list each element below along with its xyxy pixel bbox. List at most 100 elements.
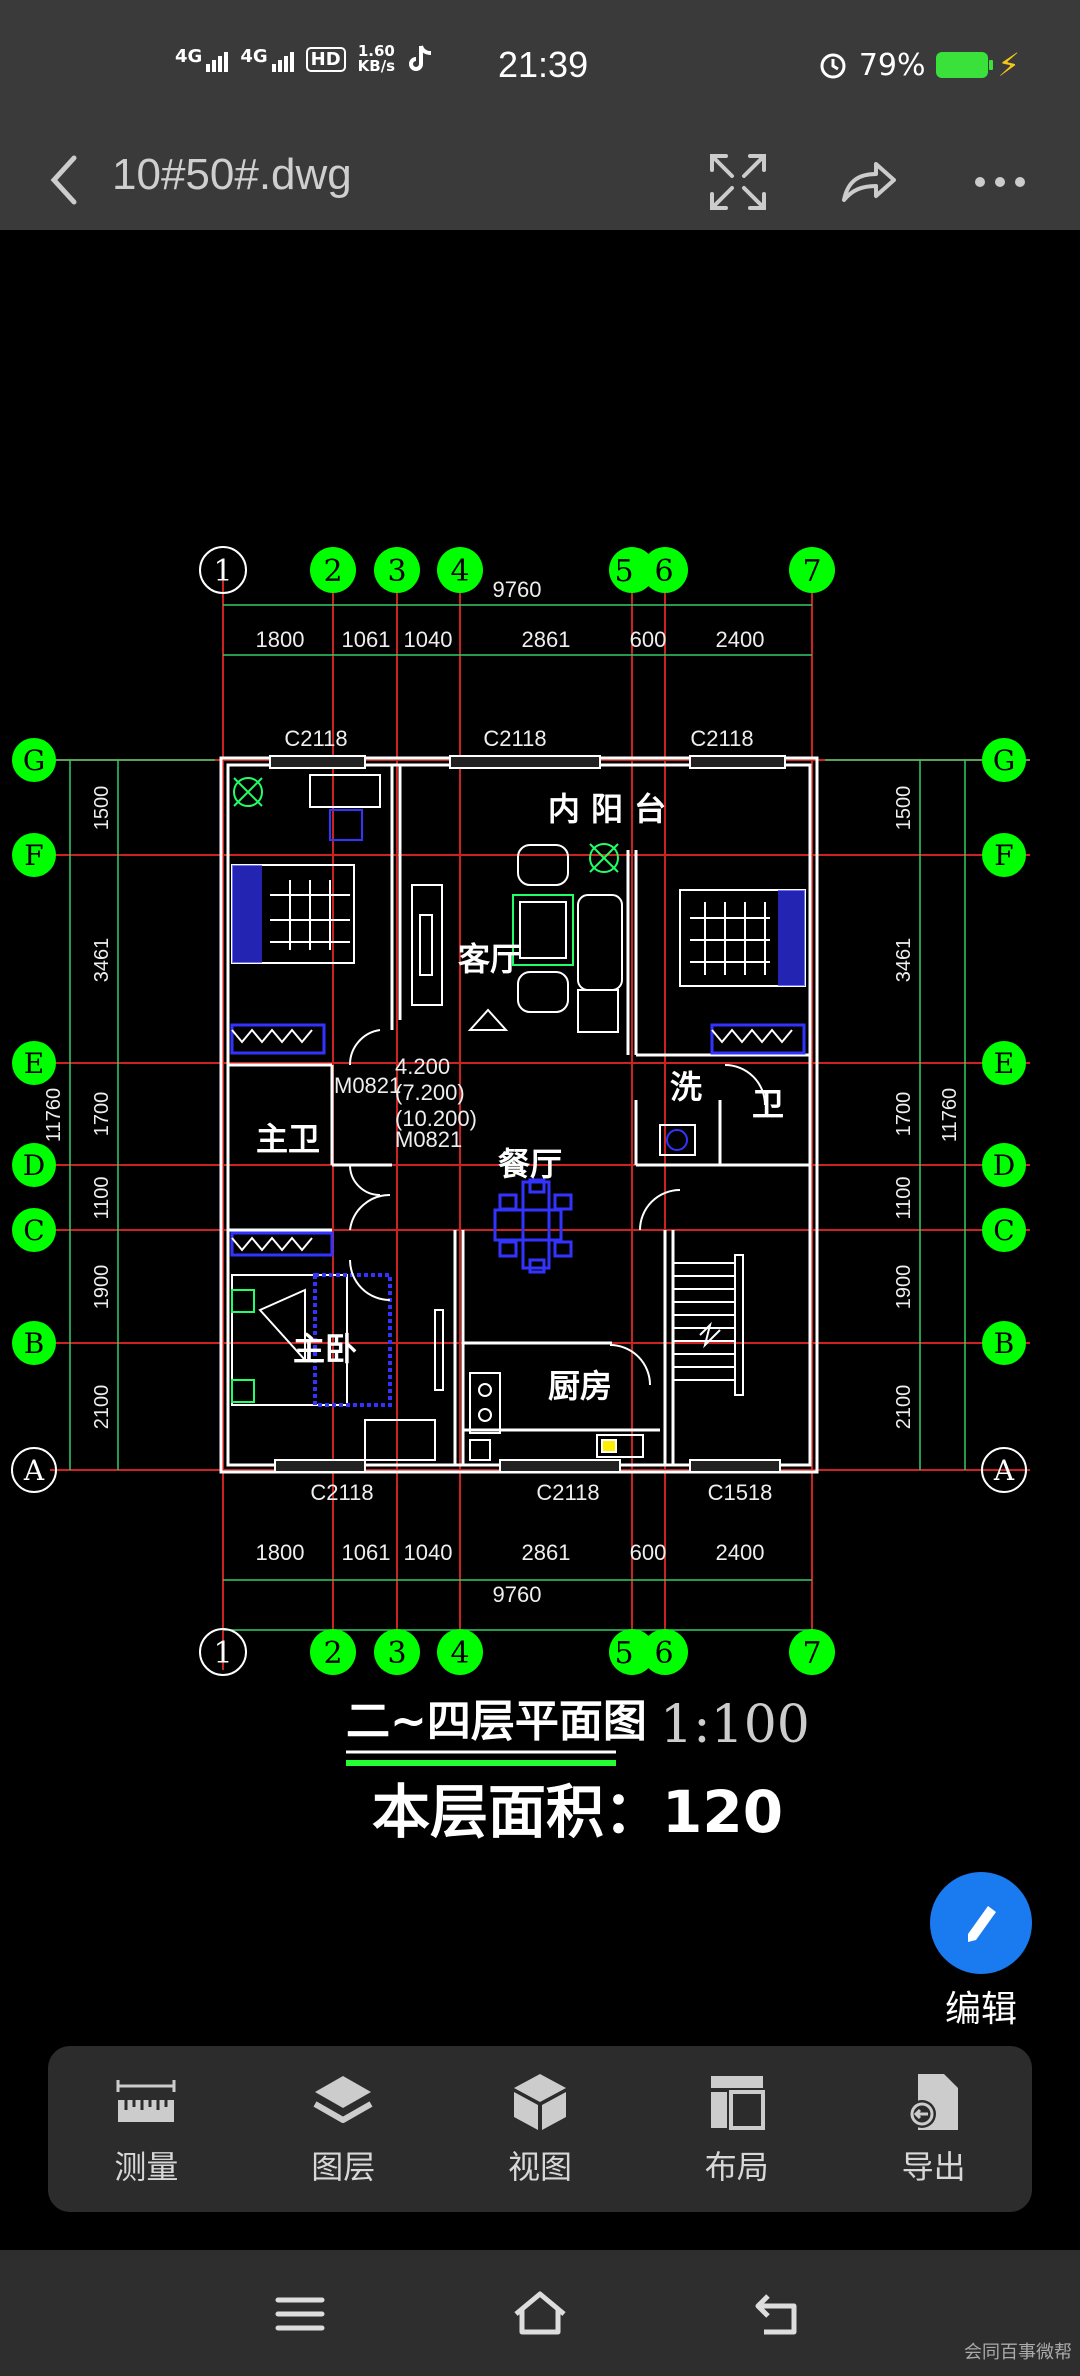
dim-bottom-3: 1040 bbox=[404, 1540, 453, 1565]
signal-icon-2: 4G bbox=[240, 46, 294, 72]
room-balcony: 内 阳 台 bbox=[548, 790, 666, 828]
plan-title: 二~四层平面图 bbox=[346, 1696, 647, 1747]
home-icon[interactable] bbox=[510, 2284, 570, 2344]
room-dining: 餐厅 bbox=[498, 1145, 562, 1183]
axis-left-f: F bbox=[24, 839, 43, 872]
drawing-canvas[interactable]: 1 2 3 4 5 6 7 1 2 3 4 5 6 7 bbox=[0, 230, 1080, 2250]
dim-right-3: 1700 bbox=[893, 1092, 915, 1137]
tool-measure[interactable]: 测量 bbox=[48, 2046, 245, 2212]
dim-right-2: 3461 bbox=[893, 938, 915, 983]
axis-left-e: E bbox=[24, 1047, 44, 1080]
master-bedroom-furniture bbox=[230, 1231, 444, 1461]
axis-left-a: A bbox=[23, 1454, 45, 1487]
window-bottom-2: C2118 bbox=[536, 1480, 599, 1505]
plan-scale: 1:100 bbox=[660, 1695, 810, 1755]
floor-plan: 1 2 3 4 5 6 7 1 2 3 4 5 6 7 bbox=[11, 546, 1030, 1846]
axis-top-4: 4 bbox=[450, 554, 469, 589]
axis-bottom-2: 2 bbox=[323, 1636, 342, 1671]
status-left: 4G 4G HD 1.60 KB/s bbox=[175, 44, 433, 74]
axis-left-d: D bbox=[23, 1149, 45, 1182]
system-nav-bar: 会同百事微帮 bbox=[0, 2250, 1080, 2376]
dim-top-4: 2861 bbox=[522, 627, 571, 652]
dim-total-bottom: 9760 bbox=[493, 1582, 542, 1607]
floor-area: 本层面积：120 bbox=[372, 1778, 783, 1846]
dim-left-5: 1900 bbox=[91, 1265, 113, 1310]
cube-icon bbox=[513, 2074, 566, 2130]
tool-view-label: 视图 bbox=[507, 2148, 572, 2186]
windows bbox=[269, 755, 786, 1473]
edit-button[interactable] bbox=[930, 1872, 1032, 1974]
level-1: 4.200 bbox=[395, 1054, 450, 1079]
dim-bottom-5: 600 bbox=[630, 1540, 667, 1565]
bedroom-furniture-right bbox=[679, 889, 806, 1055]
axis-top-5: 5 bbox=[614, 554, 633, 589]
title-bar: 10#50#.dwg bbox=[0, 130, 1080, 230]
window-bottom-3: C1518 bbox=[708, 1480, 773, 1505]
axis-right-f: F bbox=[994, 839, 1013, 872]
clock: 21:39 bbox=[498, 44, 589, 85]
tool-export[interactable]: 导出 bbox=[835, 2046, 1032, 2212]
room-kitchen: 厨房 bbox=[548, 1367, 612, 1405]
dim-bottom-1: 1800 bbox=[256, 1540, 305, 1565]
living-room-furniture bbox=[411, 843, 623, 1033]
dim-total-top: 9760 bbox=[493, 577, 542, 602]
axis-left-b: B bbox=[24, 1327, 45, 1360]
back-icon[interactable] bbox=[40, 148, 90, 212]
status-bar: 4G 4G HD 1.60 KB/s 21:39 79% ⚡ bbox=[0, 0, 1080, 130]
network-type-1: 4G bbox=[175, 46, 203, 67]
dining-furniture bbox=[493, 1178, 573, 1274]
charging-icon: ⚡ bbox=[997, 46, 1020, 84]
tool-layers-label: 图层 bbox=[311, 2148, 376, 2186]
axis-top-7: 7 bbox=[802, 554, 821, 589]
window-top-3: C2118 bbox=[690, 726, 753, 751]
dim-left-3: 1700 bbox=[91, 1092, 113, 1137]
dim-left-2: 3461 bbox=[91, 938, 113, 983]
axis-left-c: C bbox=[23, 1214, 44, 1247]
tool-layers[interactable]: 图层 bbox=[245, 2046, 442, 2212]
dim-right-1: 1500 bbox=[893, 786, 915, 831]
grid-lines bbox=[50, 560, 1030, 1670]
axis-left-g: G bbox=[23, 744, 45, 777]
axis-right-e: E bbox=[994, 1047, 1014, 1080]
room-living: 客厅 bbox=[458, 940, 522, 978]
room-master-bed: 主卧 bbox=[293, 1330, 357, 1368]
dim-top-5: 600 bbox=[630, 627, 667, 652]
kitchen-furniture bbox=[469, 1344, 651, 1461]
network-type-2: 4G bbox=[240, 46, 268, 67]
fullscreen-icon[interactable] bbox=[708, 152, 768, 212]
tool-layout[interactable]: 布局 bbox=[638, 2046, 835, 2212]
dim-right-5: 1900 bbox=[893, 1265, 915, 1310]
dim-right-6: 2100 bbox=[893, 1385, 915, 1430]
axis-bottom-7: 7 bbox=[802, 1636, 821, 1671]
dim-left-total: 11760 bbox=[43, 1088, 65, 1142]
doors bbox=[348, 1029, 681, 1301]
pencil-icon bbox=[968, 1906, 996, 1942]
dim-top-3: 1040 bbox=[404, 627, 453, 652]
axis-bottom-3: 3 bbox=[387, 1636, 406, 1671]
staircase bbox=[673, 1254, 744, 1396]
alarm-icon bbox=[820, 53, 846, 79]
bottom-toolbar: 测量 图层 视图 布局 导出 bbox=[48, 2046, 1032, 2212]
dim-top-1: 1800 bbox=[256, 627, 305, 652]
wash-area bbox=[659, 1064, 766, 1156]
level-2: (7.200) bbox=[395, 1080, 465, 1105]
dim-right-4: 1100 bbox=[893, 1176, 915, 1219]
dim-top-2: 1061 bbox=[342, 627, 391, 652]
dim-right-total: 11760 bbox=[939, 1088, 961, 1142]
back-nav-icon[interactable] bbox=[750, 2284, 810, 2344]
axis-right-g: G bbox=[993, 744, 1015, 777]
tool-view[interactable]: 视图 bbox=[442, 2046, 639, 2212]
dim-bottom-4: 2861 bbox=[522, 1540, 571, 1565]
dimension-lines bbox=[50, 604, 1030, 1631]
menu-icon[interactable] bbox=[270, 2284, 330, 2344]
axis-bottom-1: 1 bbox=[213, 1636, 232, 1671]
window-top-1: C2118 bbox=[284, 726, 347, 751]
share-icon[interactable] bbox=[838, 152, 898, 212]
dim-left-4: 1100 bbox=[91, 1176, 113, 1219]
signal-icon: 4G bbox=[175, 46, 229, 72]
tool-measure-label: 测量 bbox=[114, 2148, 179, 2186]
ruler-icon bbox=[116, 2080, 176, 2122]
more-icon[interactable] bbox=[970, 152, 1030, 212]
layers-icon bbox=[313, 2076, 373, 2123]
network-speed: 1.60 KB/s bbox=[358, 44, 395, 74]
